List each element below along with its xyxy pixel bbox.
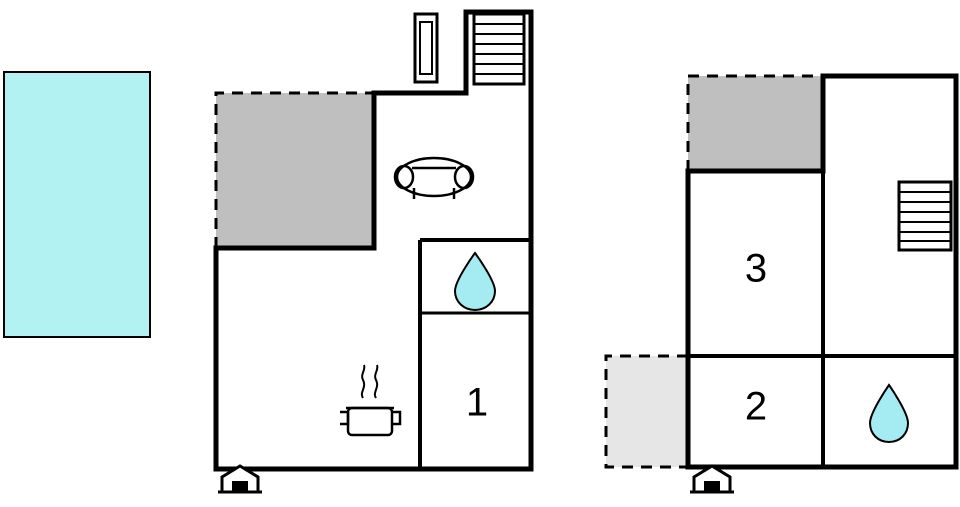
room-label-3: 3 bbox=[745, 247, 767, 291]
entrance-door-icon bbox=[690, 464, 734, 494]
room-label-2: 2 bbox=[745, 385, 767, 429]
water-drop-icon bbox=[453, 251, 497, 312]
right-unit-terrace bbox=[688, 76, 823, 171]
stairs-icon bbox=[472, 12, 526, 86]
left-unit-terrace-dashed-edge bbox=[214, 91, 374, 248]
cooking-pot-icon bbox=[340, 364, 402, 437]
right-unit-upper-right-outline bbox=[820, 73, 956, 171]
swimming-pool bbox=[3, 71, 151, 338]
radiator-icon bbox=[413, 12, 439, 84]
right-unit-lower-terrace-dashed-edge bbox=[604, 354, 688, 469]
sofa-icon bbox=[393, 156, 475, 199]
room-label-1: 1 bbox=[466, 381, 488, 425]
right-unit-lower-terrace bbox=[606, 356, 688, 467]
water-drop-icon bbox=[868, 383, 910, 444]
left-unit-terrace bbox=[216, 93, 374, 248]
stairs-icon bbox=[897, 180, 953, 252]
left-unit-upper-wall bbox=[374, 12, 469, 96]
entrance-door-icon bbox=[218, 464, 262, 494]
left-unit-terrace-solid-edge bbox=[216, 93, 377, 251]
right-unit-terrace-dashed-edge bbox=[686, 74, 823, 171]
